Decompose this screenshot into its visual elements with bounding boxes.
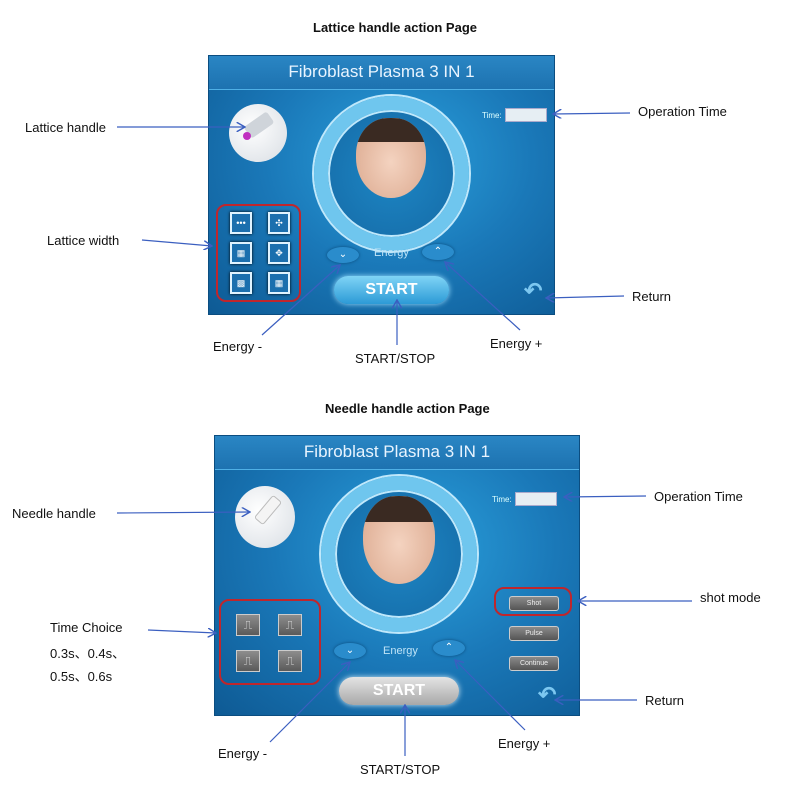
time-label: Time:: [492, 494, 512, 504]
annotation-start-stop: START/STOP: [355, 351, 436, 366]
lattice-width-button[interactable]: ✥: [268, 242, 290, 264]
start-button[interactable]: START: [334, 276, 449, 304]
energy-down-button[interactable]: ⌄: [327, 247, 359, 263]
arrow: [141, 239, 212, 246]
section-heading: Needle handle action Page: [325, 401, 490, 416]
annotation-lattice-width: Lattice width: [47, 233, 120, 248]
annotation-start-stop: START/STOP: [360, 762, 441, 777]
annotation-shot-mode: shot mode: [700, 590, 761, 605]
arrow: [147, 630, 216, 633]
energy-label: Energy: [374, 247, 409, 259]
screen-title: Fibroblast Plasma 3 IN 1: [209, 56, 554, 90]
return-icon[interactable]: ↶: [538, 682, 557, 707]
energy-up-button[interactable]: ⌃: [422, 244, 454, 260]
lattice-width-button[interactable]: •••: [230, 212, 252, 234]
energy-dial: [314, 96, 469, 251]
annotation-lattice-handle: Lattice handle: [25, 120, 106, 135]
annotation-time-choice: Time Choice: [50, 620, 123, 635]
energy-down-button[interactable]: ⌄: [334, 643, 366, 659]
lattice-width-button[interactable]: ✣: [268, 212, 290, 234]
section-heading: Lattice handle action Page: [313, 20, 477, 35]
time-choice-group: ⎍ ⎍ ⎍ ⎍: [219, 599, 321, 685]
lattice-screen: Fibroblast Plasma 3 IN 1 Time: ••• ✣ ▦ ✥…: [208, 55, 555, 315]
screen-title: Fibroblast Plasma 3 IN 1: [215, 436, 579, 470]
shot-mode-highlight: [494, 587, 572, 616]
energy-dial: [321, 476, 477, 632]
time-choice-button[interactable]: ⎍: [236, 650, 260, 672]
annotation-time-choice-values: 0.3s、0.4s、: [50, 646, 126, 661]
annotation-time-choice-values: 0.5s、0.6s: [50, 669, 113, 684]
mode-shot-button[interactable]: Shot: [509, 596, 559, 611]
annotation-operation-time: Operation Time: [654, 489, 743, 504]
needle-screen: Fibroblast Plasma 3 IN 1 Time: ⎍ ⎍ ⎍ ⎍ S…: [214, 435, 580, 716]
lattice-width-button[interactable]: ▦: [230, 242, 252, 264]
lattice-handle-icon[interactable]: [229, 104, 287, 162]
mode-pulse-button[interactable]: Pulse: [509, 626, 559, 641]
annotation-energy-plus: Energy +: [490, 336, 543, 351]
time-label: Time:: [482, 110, 502, 120]
return-icon[interactable]: ↶: [524, 278, 543, 303]
face-image: [363, 496, 435, 584]
annotation-operation-time: Operation Time: [638, 104, 727, 119]
arrow: [546, 296, 625, 298]
energy-label: Energy: [383, 645, 418, 657]
annotation-energy-minus: Energy -: [213, 339, 263, 354]
annotation-energy-minus: Energy -: [218, 746, 268, 761]
time-display: Time:: [492, 492, 557, 506]
annotation-return: Return: [645, 693, 685, 708]
lattice-width-button[interactable]: ▦: [268, 272, 290, 294]
start-button[interactable]: START: [339, 677, 459, 705]
time-choice-button[interactable]: ⎍: [278, 614, 302, 636]
needle-handle-icon[interactable]: [235, 486, 295, 548]
time-choice-button[interactable]: ⎍: [278, 650, 302, 672]
lattice-width-group: ••• ✣ ▦ ✥ ▩ ▦: [216, 204, 301, 302]
annotation-energy-plus: Energy +: [498, 736, 551, 751]
lattice-width-button[interactable]: ▩: [230, 272, 252, 294]
mode-continue-button[interactable]: Continue: [509, 656, 559, 671]
time-choice-button[interactable]: ⎍: [236, 614, 260, 636]
energy-up-button[interactable]: ⌃: [433, 640, 465, 656]
annotation-return: Return: [632, 289, 672, 304]
annotation-needle-handle: Needle handle: [12, 506, 96, 521]
arrow: [553, 113, 631, 114]
time-display: Time:: [482, 108, 547, 122]
face-image: [356, 118, 426, 198]
